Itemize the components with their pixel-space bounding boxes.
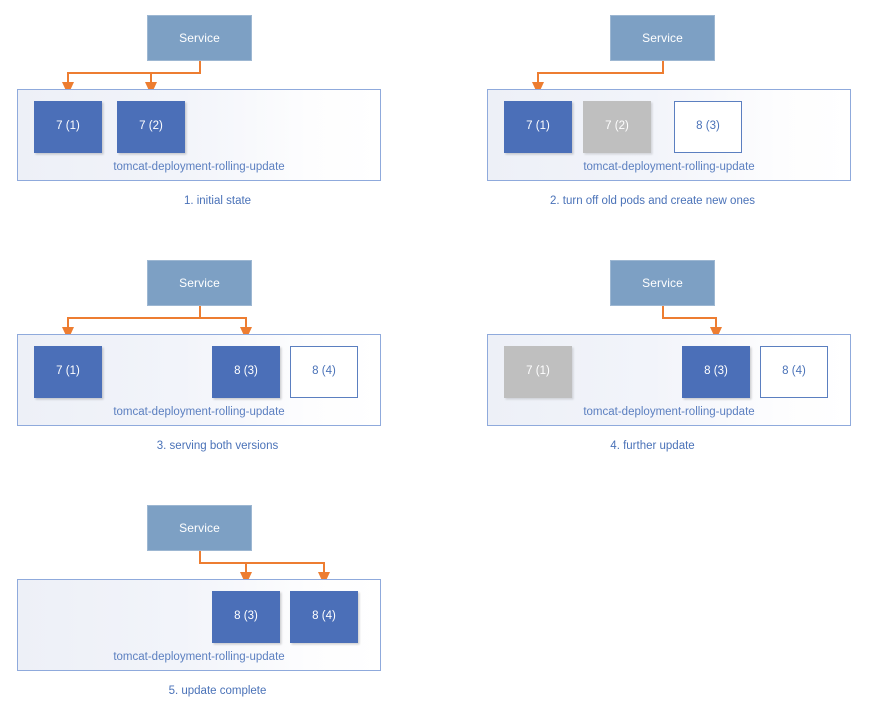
pod-label: 8 (4) xyxy=(312,365,336,378)
panel-initial-state: Service tomcat-deployment-rolling-update… xyxy=(0,0,435,230)
pod-label: 7 (2) xyxy=(139,120,163,133)
pod-8-4[interactable]: 8 (4) xyxy=(760,346,828,398)
pod-label: 8 (3) xyxy=(234,365,258,378)
service-node[interactable]: Service xyxy=(610,15,715,61)
service-label: Service xyxy=(642,276,683,290)
pod-label: 7 (1) xyxy=(56,365,80,378)
pod-7-1[interactable]: 7 (1) xyxy=(34,101,102,153)
deployment-label: tomcat-deployment-rolling-update xyxy=(113,650,285,663)
service-node[interactable]: Service xyxy=(147,260,252,306)
pod-7-1[interactable]: 7 (1) xyxy=(504,346,572,398)
pod-label: 7 (1) xyxy=(526,365,550,378)
panel-caption: 5. update complete xyxy=(168,685,267,697)
panel-serving-both-versions: Service tomcat-deployment-rolling-update… xyxy=(0,245,435,475)
panel-further-update: Service tomcat-deployment-rolling-update… xyxy=(435,245,870,475)
panel-caption: 3. serving both versions xyxy=(156,440,279,452)
pod-7-1[interactable]: 7 (1) xyxy=(34,346,102,398)
service-label: Service xyxy=(642,31,683,45)
service-node[interactable]: Service xyxy=(147,505,252,551)
pod-label: 7 (2) xyxy=(605,120,629,133)
panel-update-complete: Service tomcat-deployment-rolling-update… xyxy=(0,490,435,720)
service-node[interactable]: Service xyxy=(610,260,715,306)
pod-label: 8 (3) xyxy=(704,365,728,378)
pod-7-2[interactable]: 7 (2) xyxy=(583,101,651,153)
panel-caption: 1. initial state xyxy=(183,195,252,207)
pod-8-4[interactable]: 8 (4) xyxy=(290,591,358,643)
pod-8-3[interactable]: 8 (3) xyxy=(674,101,742,153)
pod-8-4[interactable]: 8 (4) xyxy=(290,346,358,398)
deployment-label: tomcat-deployment-rolling-update xyxy=(113,405,285,418)
pod-label: 8 (3) xyxy=(696,120,720,133)
deployment-label: tomcat-deployment-rolling-update xyxy=(113,160,285,173)
pod-7-1[interactable]: 7 (1) xyxy=(504,101,572,153)
panel-turn-off-old-pods: Service tomcat-deployment-rolling-update… xyxy=(435,0,870,230)
panel-caption: 2. turn off old pods and create new ones xyxy=(549,195,755,207)
pod-8-3[interactable]: 8 (3) xyxy=(212,591,280,643)
service-node[interactable]: Service xyxy=(147,15,252,61)
service-label: Service xyxy=(179,521,220,535)
pod-8-3[interactable]: 8 (3) xyxy=(212,346,280,398)
pod-label: 8 (4) xyxy=(782,365,806,378)
deployment-label: tomcat-deployment-rolling-update xyxy=(583,405,755,418)
pod-7-2[interactable]: 7 (2) xyxy=(117,101,185,153)
service-label: Service xyxy=(179,276,220,290)
pod-8-3[interactable]: 8 (3) xyxy=(682,346,750,398)
panel-caption: 4. further update xyxy=(610,440,695,452)
pod-label: 8 (4) xyxy=(312,610,336,623)
pod-label: 7 (1) xyxy=(526,120,550,133)
service-label: Service xyxy=(179,31,220,45)
pod-label: 7 (1) xyxy=(56,120,80,133)
pod-label: 8 (3) xyxy=(234,610,258,623)
deployment-label: tomcat-deployment-rolling-update xyxy=(583,160,755,173)
